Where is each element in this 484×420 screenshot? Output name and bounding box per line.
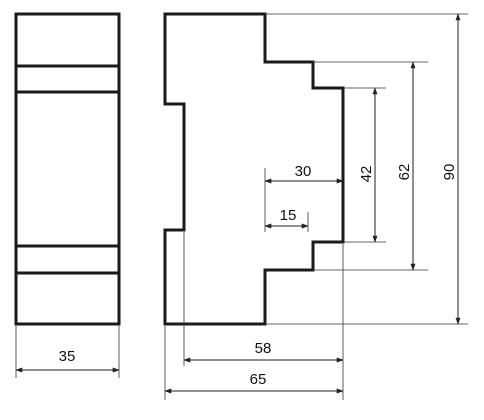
dimension-labels: 35 58 65 30 15 42 62 90 (59, 163, 458, 388)
dimension-label-15: 15 (280, 207, 297, 224)
dimension-label-90: 90 (441, 164, 458, 181)
front-view (14, 12, 121, 326)
dimension-label-65: 65 (250, 371, 267, 388)
extension-lines (15, 13, 468, 400)
side-view (163, 12, 345, 326)
side-view-outline (163, 12, 345, 326)
dimension-label-58: 58 (255, 340, 272, 357)
dimension-label-62: 62 (396, 164, 413, 181)
front-view-outline (14, 12, 121, 326)
dimension-label-35: 35 (59, 348, 76, 365)
dimension-label-42: 42 (358, 166, 375, 183)
dimension-lines (15, 13, 461, 394)
dimension-label-30: 30 (295, 163, 312, 180)
